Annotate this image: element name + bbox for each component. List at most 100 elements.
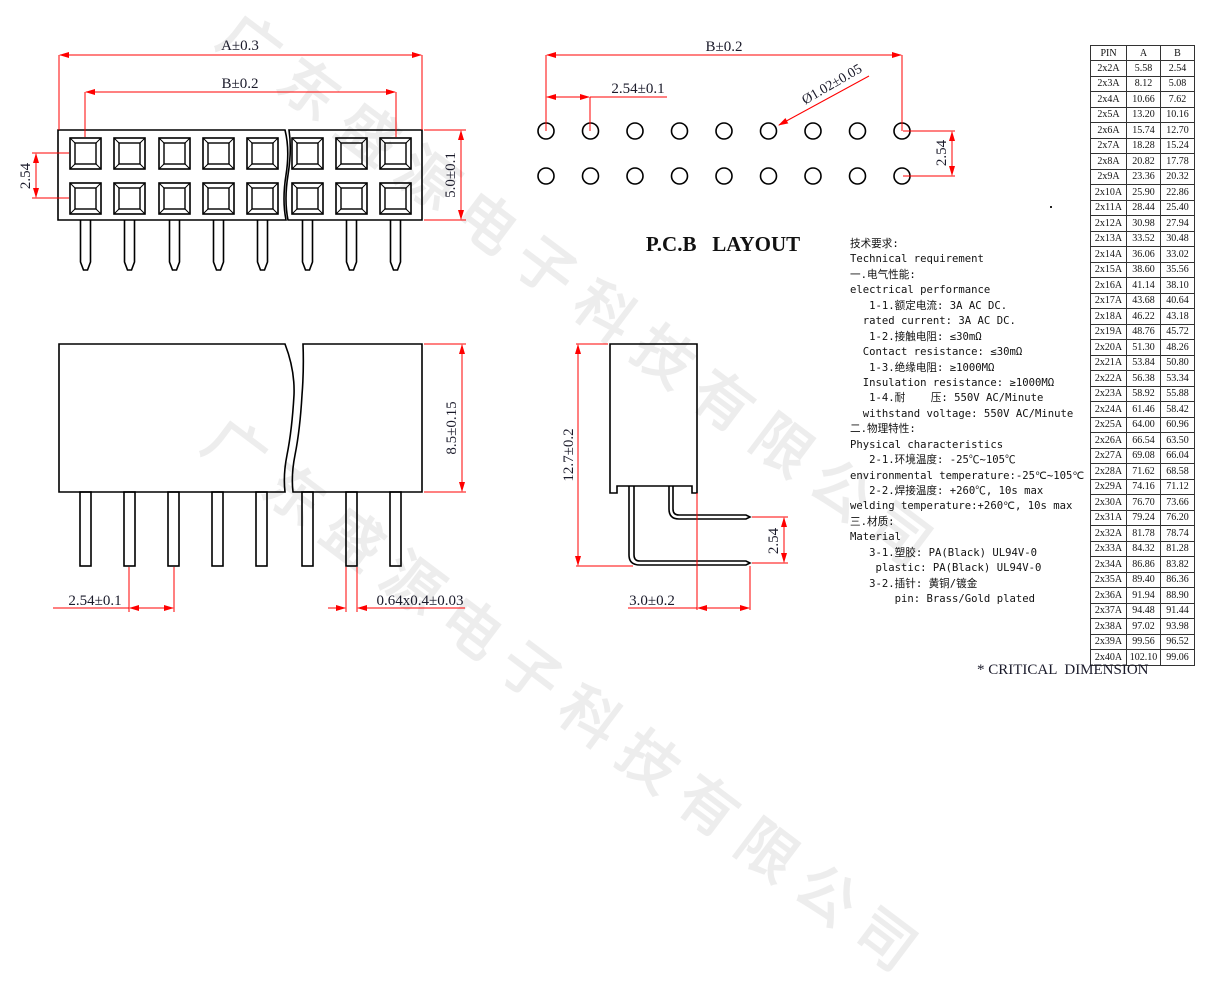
end-view: 12.7±0.2 2.54 3.0±0.2 bbox=[561, 343, 788, 611]
a-cell: 69.08 bbox=[1126, 447, 1161, 464]
a-cell: 79.24 bbox=[1126, 509, 1161, 526]
pcb-dim-B-label: B±0.2 bbox=[706, 39, 743, 55]
socket-opening bbox=[113, 182, 146, 215]
pin-cell: 2x35A bbox=[1090, 571, 1127, 588]
b-cell: 83.82 bbox=[1160, 556, 1195, 573]
pcb-dim-hole-label: Ø1.02±0.05 bbox=[800, 62, 865, 108]
pin-cell: 2x28A bbox=[1090, 463, 1127, 480]
b-cell: 71.12 bbox=[1160, 478, 1195, 495]
a-cell: 53.84 bbox=[1126, 354, 1161, 371]
spec-line: Insulation resistance: ≥1000MΩ bbox=[850, 376, 1055, 389]
spec-line: Physical characteristics bbox=[850, 438, 1004, 451]
a-cell: 38.60 bbox=[1126, 261, 1161, 278]
pin-lead bbox=[345, 491, 358, 567]
side-dim-pin-size-label: 0.64x0.4±0.03 bbox=[377, 593, 464, 609]
pin-lead bbox=[212, 220, 225, 271]
dim-height-label: 5.0±0.1 bbox=[443, 152, 459, 198]
b-cell: 38.10 bbox=[1160, 277, 1195, 294]
pin-cell: 2x20A bbox=[1090, 339, 1127, 356]
socket-opening bbox=[335, 137, 368, 170]
b-cell: 30.48 bbox=[1160, 230, 1195, 247]
socket-opening bbox=[246, 137, 279, 170]
pin-cell: 2x26A bbox=[1090, 432, 1127, 449]
b-cell: 48.26 bbox=[1160, 339, 1195, 356]
pin-cell: 2x7A bbox=[1090, 137, 1127, 154]
pcb-hole bbox=[759, 167, 778, 185]
b-cell: 55.88 bbox=[1160, 385, 1195, 402]
side-dim-pitch-label: 2.54±0.1 bbox=[68, 593, 121, 609]
a-cell: 58.92 bbox=[1126, 385, 1161, 402]
technical-drawing: A±0.3 B±0.2 2.54 5.0±0.1 B±0.2 2.54±0.1 … bbox=[18, 38, 1052, 612]
a-cell: 13.20 bbox=[1126, 106, 1161, 123]
pcb-hole bbox=[848, 167, 867, 185]
a-cell: 81.78 bbox=[1126, 525, 1161, 542]
pin-cell: 2x4A bbox=[1090, 91, 1127, 108]
pin-cell: 2x29A bbox=[1090, 478, 1127, 495]
dim-B-label: B±0.2 bbox=[222, 76, 259, 92]
end-dim-height-label: 12.7±0.2 bbox=[561, 428, 577, 481]
a-cell: 89.40 bbox=[1126, 571, 1161, 588]
b-cell: 2.54 bbox=[1160, 60, 1195, 77]
pcb-hole bbox=[848, 122, 867, 140]
b-cell: 20.32 bbox=[1160, 168, 1195, 185]
pin-cell: 2x33A bbox=[1090, 540, 1127, 557]
a-cell: 5.58 bbox=[1126, 60, 1161, 77]
socket-opening bbox=[246, 182, 279, 215]
a-cell: 66.54 bbox=[1126, 432, 1161, 449]
pin-cell: 2x16A bbox=[1090, 277, 1127, 294]
table-header-A: A bbox=[1126, 45, 1161, 61]
b-cell: 93.98 bbox=[1160, 618, 1195, 635]
pin-cell: 2x37A bbox=[1090, 602, 1127, 619]
spec-line: environmental temperature:-25℃~105℃ bbox=[850, 469, 1085, 482]
spec-line: 1-3.绝缘电阻: ≥1000MΩ bbox=[850, 361, 995, 374]
side-dim-height-label: 8.5±0.15 bbox=[444, 401, 460, 454]
pin-cell: 2x25A bbox=[1090, 416, 1127, 433]
socket-opening bbox=[69, 182, 102, 215]
pcb-hole bbox=[537, 167, 555, 185]
pcb-dim-pitch-label: 2.54±0.1 bbox=[611, 81, 664, 97]
a-cell: 36.06 bbox=[1126, 246, 1161, 263]
end-dim-offset-label: 3.0±0.2 bbox=[629, 593, 675, 609]
a-cell: 102.10 bbox=[1126, 649, 1161, 666]
b-cell: 88.90 bbox=[1160, 587, 1195, 604]
b-cell: 68.58 bbox=[1160, 463, 1195, 480]
b-cell: 63.50 bbox=[1160, 432, 1195, 449]
spec-line: 2-1.环境温度: -25℃~105℃ bbox=[850, 454, 1016, 467]
socket-opening bbox=[158, 137, 191, 170]
spec-line: 1-1.额定电流: 3A AC DC. bbox=[850, 299, 1008, 312]
b-cell: 27.94 bbox=[1160, 215, 1195, 232]
a-cell: 10.66 bbox=[1126, 91, 1161, 108]
pin-cell: 2x15A bbox=[1090, 261, 1127, 278]
a-cell: 28.44 bbox=[1126, 199, 1161, 216]
b-cell: 25.40 bbox=[1160, 199, 1195, 216]
b-cell: 43.18 bbox=[1160, 308, 1195, 325]
dim-A-label: A±0.3 bbox=[221, 38, 259, 54]
a-cell: 94.48 bbox=[1126, 602, 1161, 619]
pin-cell: 2x32A bbox=[1090, 525, 1127, 542]
a-cell: 56.38 bbox=[1126, 370, 1161, 387]
a-cell: 84.32 bbox=[1126, 540, 1161, 557]
table-header-B: B bbox=[1160, 45, 1195, 61]
dim-row-pitch-label: 2.54 bbox=[18, 162, 34, 189]
pin-lead bbox=[389, 220, 402, 271]
pin-cell: 2x14A bbox=[1090, 246, 1127, 263]
b-cell: 12.70 bbox=[1160, 122, 1195, 139]
